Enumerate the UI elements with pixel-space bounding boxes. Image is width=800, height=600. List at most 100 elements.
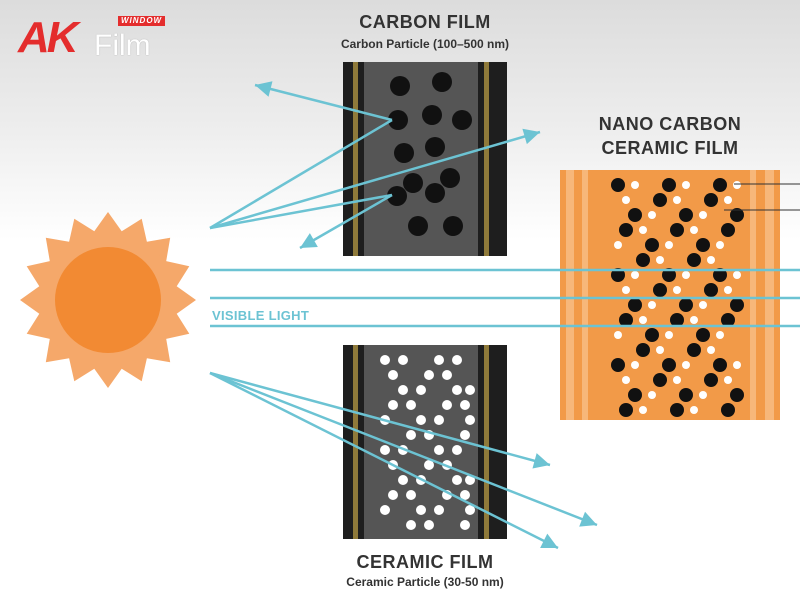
carbon-particle [440,168,460,188]
nano-particle-light [707,256,715,264]
ceramic-particle [434,445,444,455]
ceramic-particle [465,475,475,485]
nano-film-stripe-4 [765,170,774,420]
ceramic-particle [380,355,390,365]
nano-particle-dark [679,298,693,312]
nano-film-stripe-1 [566,170,574,420]
nano-particle-light [724,196,732,204]
nano-particle-light [724,286,732,294]
nano-particle-light [682,271,690,279]
nano-particle-light [614,331,622,339]
ceramic-particle [452,475,462,485]
nano-particle-dark [713,358,727,372]
nano-particle-light [648,211,656,219]
nano-particle-dark [619,403,633,417]
nano-particle-light [716,241,724,249]
nano-particle-light [665,241,673,249]
nano-particle-light [631,181,639,189]
ceramic-particle [406,490,416,500]
nano-film-title-line-2: CERAMIC FILM [601,138,739,158]
nano-particle-dark [611,178,625,192]
nano-particle-dark [611,268,625,282]
nano-particle-light [699,391,707,399]
ceramic-particle [388,400,398,410]
nano-particle-dark [611,358,625,372]
carbon-film-panel [343,62,507,256]
nano-particle-light [673,286,681,294]
nano-particle-light [622,376,630,384]
nano-particle-light [733,271,741,279]
nano-particle-dark [687,253,701,267]
ceramic-particle [452,445,462,455]
nano-particle-dark [730,298,744,312]
ray-reflect-carbon-1-arrowhead [255,81,273,97]
ceramic-particle [442,370,452,380]
nano-particle-dark [670,223,684,237]
nano-particle-dark [730,208,744,222]
ceramic-particle [398,475,408,485]
ceramic-particle [460,490,470,500]
visible-light-label: VISIBLE LIGHT [212,308,310,323]
carbon-film-subtitle: Carbon Particle (100–500 nm) [340,37,510,51]
carbon-film-edge-right [484,62,489,256]
nano-particle-dark [721,313,735,327]
nano-particle-light [690,226,698,234]
ray-through-ceramic-3-arrowhead [540,533,558,548]
nano-particle-dark [704,193,718,207]
nano-particle-dark [636,343,650,357]
nano-particle-light [699,211,707,219]
carbon-film-edge-left [353,62,358,256]
carbon-film-title: CARBON FILM [359,12,491,32]
ceramic-particle [406,520,416,530]
ray-through-ceramic-1 [209,371,551,467]
ray-through-carbon [209,130,541,230]
ceramic-particle [398,355,408,365]
nano-particle-dark [679,208,693,222]
nano-particle-dark [653,373,667,387]
nano-particle-light [648,391,656,399]
nano-particle-dark [662,178,676,192]
brand-logo: AK WINDOW Film [18,12,178,64]
nano-particle-light [724,376,732,384]
ray-through-ceramic-3 [209,371,559,550]
ray-through-ceramic-2-arrowhead [579,511,597,527]
nano-particle-light [690,316,698,324]
nano-film-body [560,170,780,420]
nano-particle-dark [662,268,676,282]
nano-particle-dark [713,268,727,282]
ceramic-particle [442,400,452,410]
nano-particle-light [673,376,681,384]
carbon-particle [390,76,410,96]
nano-particle-light [639,316,647,324]
logo-word: Film [94,29,151,62]
carbon-particle [388,110,408,130]
nano-particle-dark [730,388,744,402]
nano-particle-light [733,181,741,189]
ray-through-carbon-arrowhead [522,128,540,145]
ceramic-particle [416,415,426,425]
nano-particle-dark [619,313,633,327]
ray-through-ceramic-1-arrowhead [532,453,550,469]
nano-particle-dark [687,343,701,357]
nano-particle-dark [653,193,667,207]
nano-particle-light [716,331,724,339]
ray-reflect-carbon-2 [299,193,393,250]
ceramic-particle [465,415,475,425]
nano-particle-dark [653,283,667,297]
carbon-particle [394,143,414,163]
nano-film-title-line-1: NANO CARBON [598,114,742,134]
ceramic-particle [398,385,408,395]
ceramic-particle [406,400,416,410]
nano-particle-dark [645,328,659,342]
nano-particle-dark [619,223,633,237]
carbon-particles [387,72,472,236]
nano-particle-dark [662,358,676,372]
ceramic-particle [434,355,444,365]
ceramic-particle [424,370,434,380]
sun-icon [20,212,196,388]
ray-reflect-carbon-2-arrowhead [300,233,318,248]
nano-particle-light [699,301,707,309]
ray-to-carbon-1 [209,118,393,230]
carbon-particle [425,183,445,203]
